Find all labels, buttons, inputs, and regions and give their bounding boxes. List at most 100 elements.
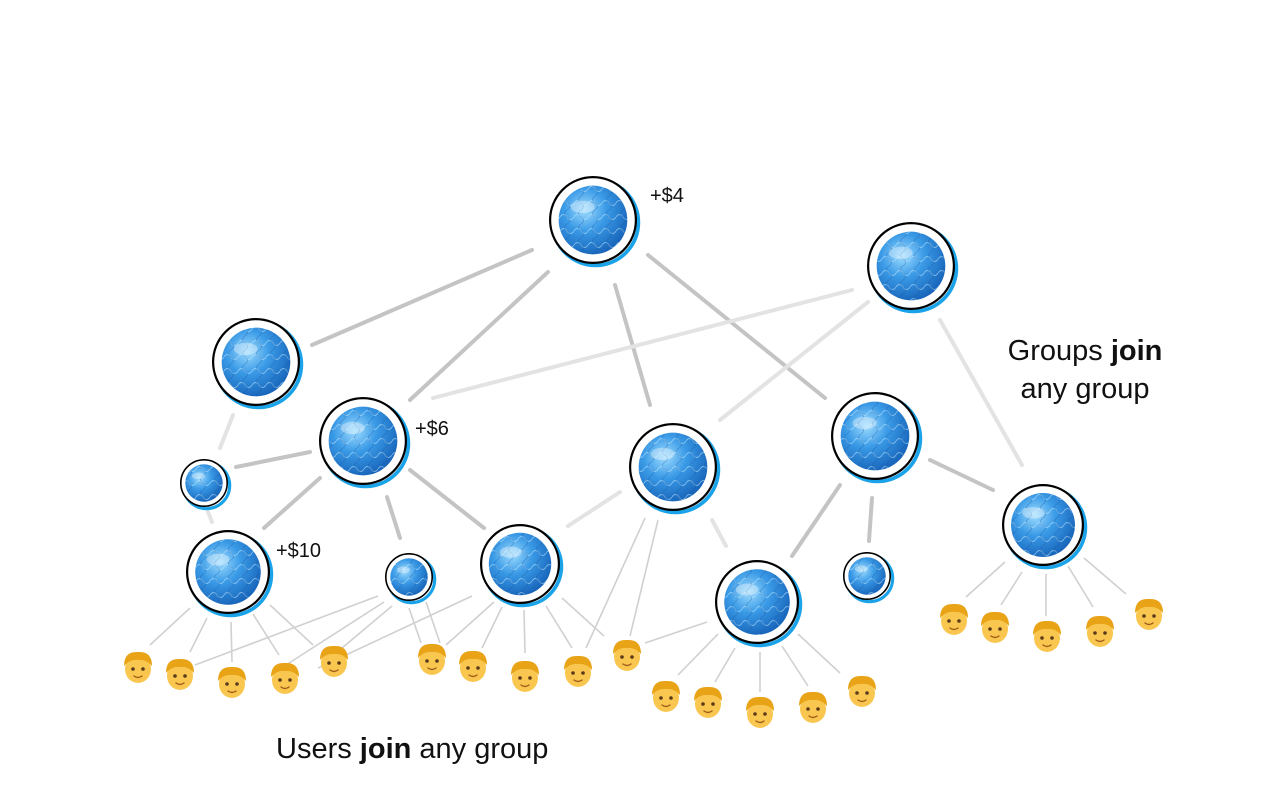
edge	[218, 413, 235, 450]
person-emoji-icon	[564, 655, 592, 687]
edge	[714, 647, 736, 683]
edge	[385, 495, 402, 540]
edge	[867, 496, 874, 543]
person-emoji-icon	[981, 611, 1009, 643]
person-emoji-icon	[320, 645, 348, 677]
edge	[561, 597, 605, 637]
edge	[781, 645, 809, 687]
person-emoji-icon	[1135, 598, 1163, 630]
edge	[408, 270, 550, 402]
users-caption: Users join any group	[276, 730, 548, 768]
amount-label-lower: +$10	[276, 540, 321, 562]
edge	[149, 607, 191, 646]
edge	[481, 606, 503, 649]
person-emoji-icon	[1033, 620, 1061, 652]
edge	[545, 605, 573, 649]
person-emoji-icon	[124, 651, 152, 683]
users-caption-prefix: Users	[276, 733, 352, 765]
blue-orb-group-icon	[848, 557, 886, 595]
person-emoji-icon	[511, 660, 539, 692]
edge	[585, 517, 646, 649]
group-node	[480, 523, 564, 608]
edge	[646, 253, 827, 400]
edge	[234, 450, 312, 469]
blue-orb-group-icon	[221, 327, 291, 397]
edge	[710, 518, 728, 548]
groups-caption-bold: join	[1110, 335, 1163, 367]
edge	[445, 601, 495, 646]
group-node	[212, 318, 304, 410]
person-emoji-icon	[459, 650, 487, 682]
edge	[285, 601, 385, 666]
group-nodes	[180, 176, 1088, 648]
edge	[790, 483, 842, 558]
edge	[523, 609, 526, 654]
person-emoji-icon	[652, 680, 680, 712]
person-emoji-icon	[940, 603, 968, 635]
blue-orb-group-icon	[390, 558, 428, 596]
group-node	[842, 551, 895, 604]
edge	[797, 633, 841, 674]
groups-caption-prefix: Groups	[1007, 335, 1103, 367]
person-emoji-icon	[613, 639, 641, 671]
edge	[189, 617, 208, 653]
edge	[425, 601, 441, 644]
edge	[230, 621, 233, 663]
users-caption-suffix: any group	[419, 733, 549, 765]
group-node	[830, 392, 923, 484]
person-emoji-icon	[218, 666, 246, 698]
blue-orb-group-icon	[724, 569, 790, 635]
blue-orb-group-icon	[1011, 493, 1075, 557]
group-node	[628, 423, 721, 515]
group-node	[186, 529, 274, 618]
group-node	[319, 397, 411, 489]
edge	[269, 604, 314, 646]
edge	[310, 248, 534, 347]
edge	[644, 621, 708, 644]
edge	[928, 458, 995, 492]
edge	[341, 605, 393, 649]
blue-orb-group-icon	[328, 406, 398, 476]
edge	[718, 300, 870, 422]
group-node	[180, 458, 232, 511]
person-emoji-icon	[799, 691, 827, 723]
person-emoji-icon	[848, 675, 876, 707]
group-node	[548, 176, 641, 268]
users-caption-bold: join	[359, 733, 412, 765]
blue-orb-group-icon	[840, 401, 910, 471]
edge	[677, 633, 719, 676]
edge	[194, 595, 379, 666]
edge	[206, 510, 214, 524]
groups-caption: Groups join any group	[990, 332, 1180, 408]
edge	[262, 476, 322, 530]
edge	[965, 561, 1006, 598]
group-connection-lines	[206, 248, 1024, 558]
person-emoji-icon	[694, 686, 722, 718]
group-node	[384, 552, 437, 605]
edge	[1083, 557, 1127, 595]
edge	[408, 468, 486, 530]
user-nodes	[124, 598, 1163, 728]
blue-orb-group-icon	[558, 185, 628, 255]
edge	[431, 288, 854, 400]
edge	[629, 519, 659, 637]
person-emoji-icon	[271, 662, 299, 694]
edge	[1000, 571, 1023, 606]
person-emoji-icon	[746, 696, 774, 728]
blue-orb-group-icon	[195, 539, 261, 605]
person-emoji-icon	[418, 643, 446, 675]
groups-caption-suffix: any group	[1020, 373, 1150, 405]
edge	[938, 318, 1024, 467]
blue-orb-group-icon	[876, 231, 946, 301]
group-node	[1001, 484, 1088, 570]
edge	[408, 607, 422, 644]
group-node	[714, 559, 803, 648]
group-node	[866, 222, 959, 314]
edge	[566, 490, 622, 528]
edge	[1067, 565, 1094, 608]
blue-orb-group-icon	[638, 432, 708, 502]
edge	[252, 613, 280, 656]
person-emoji-icon	[166, 658, 194, 690]
person-emoji-icon	[1086, 615, 1114, 647]
